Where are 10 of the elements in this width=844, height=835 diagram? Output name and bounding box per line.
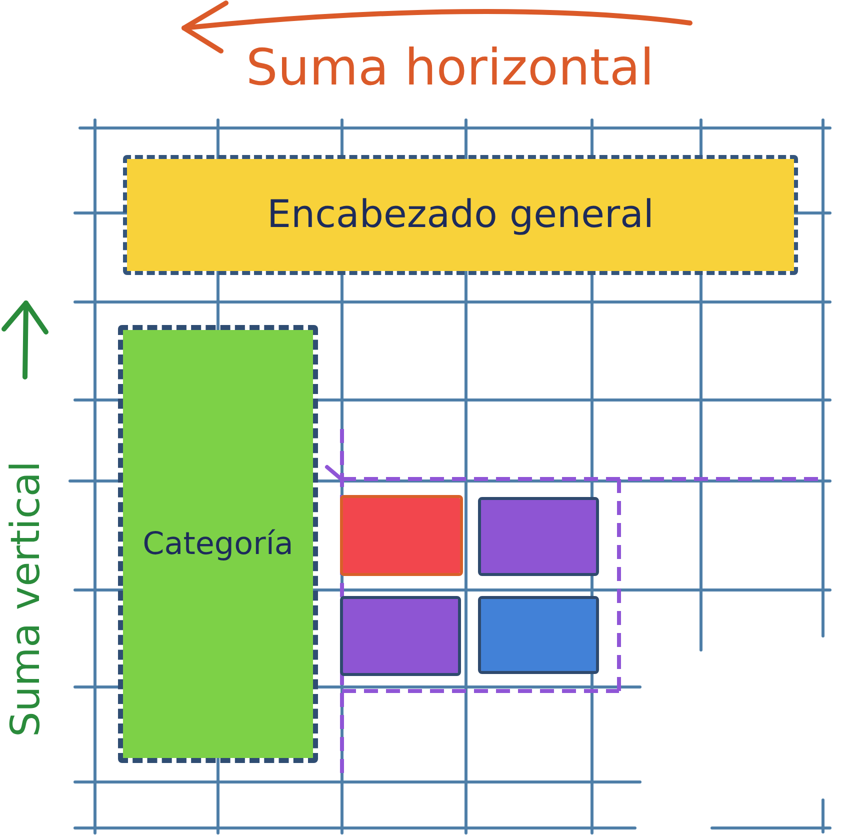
header-band: [123, 155, 798, 275]
highlighted-cell: [340, 596, 461, 676]
header-label: Encabezado general: [267, 194, 654, 236]
sum-direction-label: Suma horizontal: [246, 40, 654, 96]
highlighted-cell: [340, 495, 463, 576]
sum-direction-label: Suma vertical: [4, 460, 48, 738]
highlighted-cell: [478, 596, 599, 674]
category-label: Categoría: [142, 526, 294, 562]
highlighted-cell: [478, 497, 599, 576]
category-column: [118, 325, 318, 763]
